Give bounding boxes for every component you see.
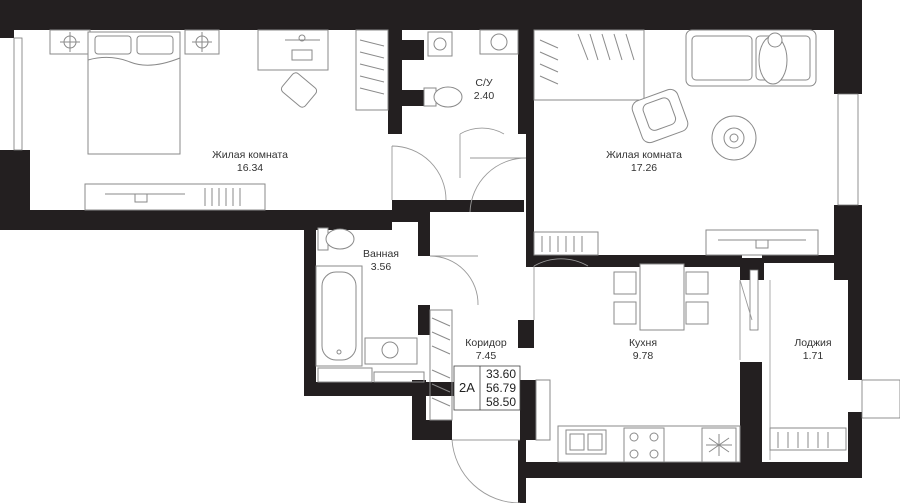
- coffee-table-icon: [711, 115, 757, 161]
- loggia-shelf-icon: [769, 427, 847, 451]
- room-name: Жилая комната: [606, 149, 682, 161]
- room-label-kitchen: Кухня 9.78: [629, 337, 657, 362]
- apartment-type: 2А: [459, 380, 475, 395]
- storage-icon: [317, 367, 425, 383]
- room-area: 17.26: [631, 162, 657, 174]
- sink-icon: [427, 29, 519, 57]
- room-label-wc: С/У 2.40: [474, 77, 495, 102]
- apartment-summary: 2А 33.60 56.79 58.50: [453, 365, 521, 411]
- walls: [0, 0, 862, 503]
- room-name: Жилая комната: [212, 149, 288, 161]
- living-area-value: 33.60: [486, 367, 516, 381]
- sink-icon: [364, 337, 418, 365]
- room-area: 1.71: [803, 350, 824, 362]
- wardrobe-icon: [355, 29, 389, 111]
- room-area: 7.45: [476, 350, 497, 362]
- room-label-corridor: Коридор 7.45: [465, 337, 507, 362]
- window-icon: [13, 37, 900, 460]
- room-label-bath: Ванная 3.56: [363, 248, 399, 273]
- room-name: Кухня: [629, 337, 657, 349]
- shelf-icon: [533, 229, 819, 256]
- total-area-with-loggia-value: 58.50: [486, 395, 516, 409]
- room-label-living1: Жилая комната 16.34: [212, 149, 288, 174]
- bathtub-icon: [315, 265, 363, 367]
- room-name: Лоджия: [794, 337, 831, 349]
- armchair-icon: [280, 72, 318, 108]
- dining-table-icon: [613, 263, 709, 331]
- wardrobe-icon: [533, 29, 645, 101]
- room-name: Ванная: [363, 248, 399, 260]
- toilet-icon: [317, 227, 355, 251]
- room-label-living2: Жилая комната 17.26: [606, 149, 682, 174]
- room-name: Коридор: [465, 337, 507, 349]
- room-area: 3.56: [371, 261, 392, 273]
- sink-icon: [565, 429, 607, 455]
- kitchen-column-icon: [535, 379, 551, 441]
- sofa-icon: [685, 29, 817, 87]
- room-area: 16.34: [237, 162, 263, 174]
- door-icon: [391, 127, 753, 503]
- tv-stand-icon: [84, 183, 266, 211]
- room-area: 2.40: [474, 90, 495, 102]
- stove-icon: [623, 427, 665, 463]
- room-area: 9.78: [633, 350, 654, 362]
- room-label-loggia: Лоджия 1.71: [794, 337, 831, 362]
- fridge-icon: [701, 427, 737, 463]
- bed-icon: [49, 29, 220, 155]
- desk-icon: [257, 29, 329, 71]
- total-area-value: 56.79: [486, 381, 516, 395]
- armchair-icon: [631, 88, 689, 144]
- wardrobe-icon: [429, 309, 453, 421]
- toilet-icon: [423, 86, 463, 108]
- room-name: С/У: [475, 77, 493, 89]
